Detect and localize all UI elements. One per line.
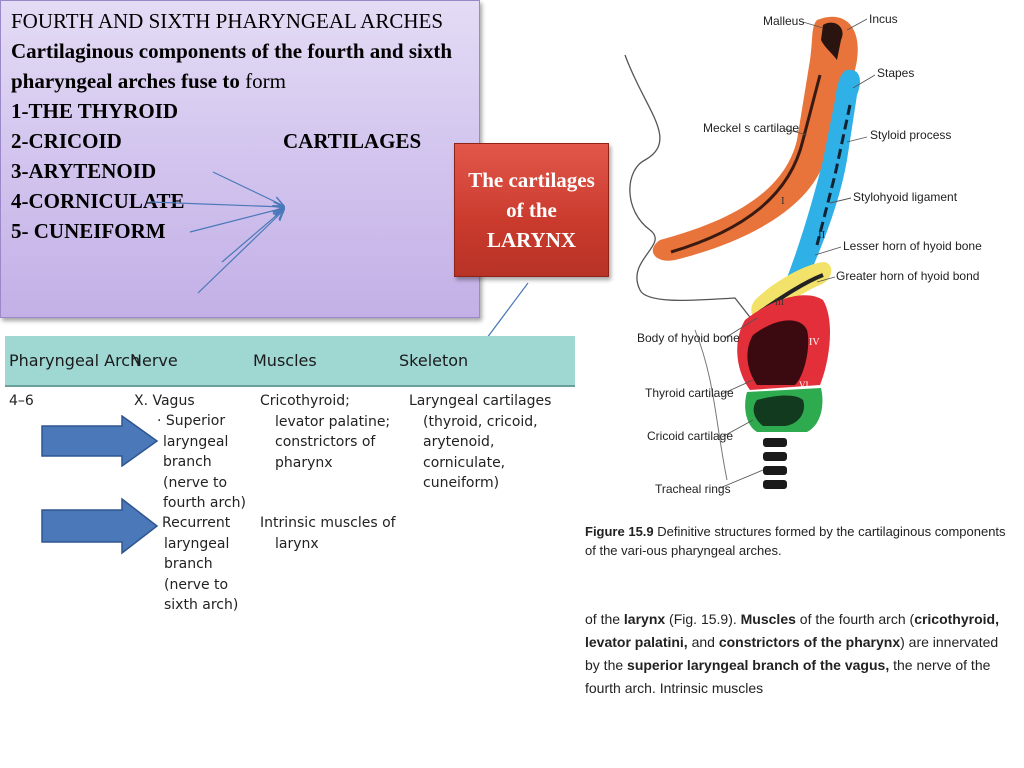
header-arch: Pharyngeal Arch <box>9 351 141 370</box>
label-cricoid: Cricoid cartilage <box>647 429 734 443</box>
thyroid-dark <box>747 320 809 385</box>
heading: FOURTH AND SIXTH PHARYNGEAL ARCHES <box>11 9 444 33</box>
numeral-III: III <box>775 297 784 307</box>
cell-nerve-main: X. Vagus <box>134 393 195 409</box>
arch-diagram-illustration: I II III IV VI <box>624 16 876 489</box>
nerve-superior-line: branch <box>163 454 212 470</box>
cell-muscles-1: Cricothyroid; levator palatine; constric… <box>260 391 390 473</box>
cartilages-label: CARTILAGES <box>283 129 422 153</box>
muscles-line: Cricothyroid; <box>260 393 350 409</box>
caption-number: Figure 15.9 <box>585 524 654 539</box>
arch-II-shape <box>782 69 860 297</box>
header-muscles: Muscles <box>253 351 317 370</box>
cricoid-dark <box>753 395 805 426</box>
numeral-VI: VI <box>799 380 809 390</box>
nerve-superior-line: · Superior <box>157 413 226 429</box>
list-item-corniculate: 4-CORNICULATE <box>11 189 185 213</box>
table-header: Pharyngeal Arch Nerve Muscles Skeleton <box>5 336 575 387</box>
nerve-recurrent-line: (nerve to <box>164 576 229 593</box>
summary-text-box: FOURTH AND SIXTH PHARYNGEAL ARCHES Carti… <box>0 0 480 318</box>
excerpt-bold: cricothyroid, levator palatini, <box>585 611 999 650</box>
muscles-line: constrictors of <box>275 434 376 450</box>
muscles-line: Intrinsic muscles of <box>260 515 396 531</box>
textbook-excerpt: of the larynx (Fig. 15.9). Muscles of th… <box>585 608 1010 700</box>
statement-end: form <box>245 69 286 93</box>
pharyngeal-arch-table: Pharyngeal Arch Nerve Muscles Skeleton 4… <box>5 336 575 687</box>
pharyngeal-arches-figure: I II III IV VI Malleus Incus Stapes Meck… <box>585 0 1024 520</box>
nerve-superior-line: laryngeal <box>163 433 229 450</box>
meckel-bar <box>670 74 822 254</box>
label-malleus: Malleus <box>763 14 805 28</box>
excerpt-bold: Muscles <box>740 611 796 627</box>
header-nerve: Nerve <box>130 351 178 370</box>
list-item-arytenoid: 3-ARYTENOID <box>11 159 157 183</box>
numeral-IV: IV <box>809 337 820 348</box>
figure-caption: Figure 15.9 Definitive structures formed… <box>585 522 1015 560</box>
nerve-superior-line: fourth arch) <box>163 495 246 511</box>
skeleton-line: cuneiform) <box>423 475 500 491</box>
muscles-line: levator palatine; <box>275 413 391 430</box>
callout-text: The cartilages of the LARYNX <box>468 168 595 252</box>
muscles-line: pharynx <box>275 454 333 471</box>
label-body-hyoid: Body of hyoid bone <box>637 331 740 345</box>
arrow-right-icon <box>41 497 159 555</box>
muscles-line: larynx <box>275 535 319 552</box>
excerpt-text: the nerve of the fourth arch. Intrinsic … <box>585 657 991 696</box>
cell-nerve-superior: · Superior laryngeal branch (nerve to fo… <box>157 411 246 514</box>
malleus-incus-shape <box>821 22 843 60</box>
label-greater-horn: Greater horn of hyoid bond <box>836 269 980 283</box>
neck-outline <box>694 329 728 481</box>
cell-skeleton: Laryngeal cartilages (thyroid, cricoid, … <box>409 391 575 494</box>
label-stylohyoid: Stylohyoid ligament <box>853 190 958 204</box>
excerpt-text: and <box>687 634 719 650</box>
styloid-bar <box>815 104 852 246</box>
skeleton-line: arytenoid, corniculate, <box>423 434 506 471</box>
label-stapes: Stapes <box>877 66 915 80</box>
caption-text: Definitive structures formed by the cart… <box>585 524 1006 558</box>
label-meckel: Meckel s cartilage <box>703 121 800 135</box>
nerve-recurrent-line: sixth arch) <box>164 597 239 613</box>
excerpt-bold: larynx <box>623 611 666 627</box>
cell-nerve-recurrent: Recurrent laryngeal branch (nerve to six… <box>162 513 238 616</box>
numeral-I: I <box>781 195 785 207</box>
nerve-recurrent-line: laryngeal <box>164 535 230 552</box>
nerve-recurrent-line: branch <box>164 556 213 572</box>
list-item-cricoid-label: 2-CRICOID <box>11 129 122 153</box>
skeleton-line: (thyroid, cricoid, <box>423 413 538 430</box>
numeral-II: II <box>818 229 826 241</box>
list-item-cricoid: 2-CRICOID CARTILAGES <box>11 126 469 156</box>
list-item-thyroid: 1-THE THYROID <box>11 99 179 123</box>
skeleton-line: Laryngeal cartilages <box>409 393 552 409</box>
label-incus: Incus <box>869 12 898 26</box>
statement-bold: Cartilaginous components of the fourth a… <box>11 39 453 93</box>
header-skeleton: Skeleton <box>399 351 469 370</box>
excerpt-bold: constrictors of the pharynx <box>718 634 901 650</box>
excerpt-text: ) are innervated by the <box>585 634 999 673</box>
excerpt-bold: superior laryngeal branch of the vagus, <box>627 657 890 673</box>
arrow-right-icon <box>41 415 159 467</box>
nerve-superior-line: (nerve to <box>163 474 228 491</box>
nerve-recurrent-line: Recurrent <box>162 515 231 531</box>
label-thyroid: Thyroid cartilage <box>645 386 734 400</box>
tracheal-rings <box>763 438 787 489</box>
excerpt-text: of the <box>585 611 624 627</box>
larynx-callout: The cartilages of the LARYNX <box>454 143 609 277</box>
statement: Cartilaginous components of the fourth a… <box>11 36 469 96</box>
list-item-cuneiform: 5- CUNEIFORM <box>11 219 166 243</box>
table-row: 4–6 X. Vagus · Superior laryngeal branch… <box>5 387 575 687</box>
face-outline <box>624 54 761 331</box>
excerpt-text: of the fourth arch ( <box>795 611 915 627</box>
cell-muscles-2: Intrinsic muscles of larynx <box>260 513 396 554</box>
label-lesser-horn: Lesser horn of hyoid bone <box>843 239 982 253</box>
excerpt-text: (Fig. 15.9). <box>665 611 741 627</box>
label-tracheal: Tracheal rings <box>655 482 731 496</box>
label-styloid: Styloid process <box>870 128 952 142</box>
cell-arch: 4–6 <box>9 393 34 409</box>
